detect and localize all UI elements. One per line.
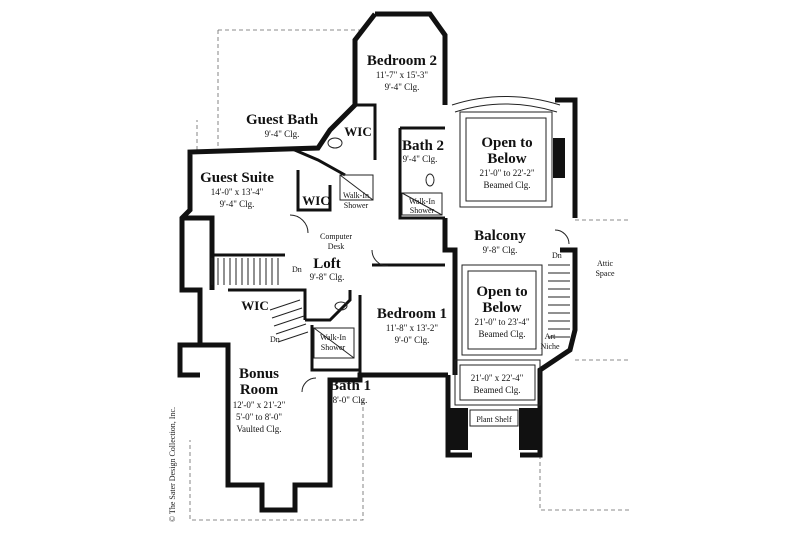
bedroom2-ceiling: 9'-4" Clg. [385,82,420,92]
open-below-bottom-size: 21'-0" x 22'-4" [471,373,524,383]
fireplace-block [553,138,565,178]
guest-bath-name: Guest Bath [246,112,319,128]
room-guest-suite: Guest Suite 14'-0" x 13'-4" 9'-4" Clg. [200,170,274,209]
stair-dn-bonus: Dn [270,335,280,344]
wic-bonus-label: WIC [241,298,268,313]
wic-top-label: WIC [344,124,371,139]
room-guest-bath: Guest Bath 9'-4" Clg. [246,112,319,139]
walk-in-shower-bath1-line2: Shower [321,343,346,352]
stair-dn-balcony: Dn [552,251,562,260]
open-below-mid-ceiling: Beamed Clg. [479,329,526,339]
attic-space-label-line2: Space [595,269,615,278]
art-niche-line1: Art [545,332,556,341]
bonus-room-ceiling: Vaulted Clg. [237,424,282,434]
bonus-room-name2: Room [240,382,279,398]
open-below-top-size: 21'-0" to 22'-2" [479,168,534,178]
walk-in-shower-bath2-line1: Walk-In [409,197,435,206]
balcony-name: Balcony [474,228,526,244]
room-bedroom1: Bedroom 1 11'-8" x 13'-2" 9'-0" Clg. [377,306,447,345]
attic-space-label-line1: Attic [597,259,613,268]
room-loft: Loft 9'-8" Clg. [310,256,345,282]
computer-desk-line2: Desk [328,242,344,251]
art-niche-line2: Niche [540,342,560,351]
bedroom1-name: Bedroom 1 [377,306,447,322]
loft-name: Loft [313,256,341,272]
walk-in-shower-bath2: Walk-In Shower [409,197,435,215]
stairs [211,258,570,343]
open-below-mid-size: 21'-0" to 23'-4" [474,317,529,327]
exterior-walls [177,11,578,513]
room-bedroom2: Bedroom 2 11'-7" x 15'-3" 9'-4" Clg. [367,53,437,92]
open-to-below-top-frame [451,96,565,208]
bonus-room-name1: Bonus [239,366,279,382]
pillar-right [519,408,541,450]
room-open-to-below-top: Open to Below 21'-0" to 22'-2" Beamed Cl… [479,135,534,190]
open-below-mid-name2: Below [482,300,521,316]
attic-outline [189,29,630,521]
bath2-ceiling: 9'-4" Clg. [403,154,438,164]
balcony-ceiling: 9'-8" Clg. [483,245,518,255]
door-swings [289,214,570,393]
room-balcony: Balcony 9'-8" Clg. [474,228,526,255]
art-niche: Art Niche [540,332,560,351]
loft-ceiling: 9'-8" Clg. [310,272,345,282]
open-below-top-name1: Open to [481,135,532,151]
bedroom1-ceiling: 9'-0" Clg. [395,335,430,345]
bedroom2-size: 11'-7" x 15'-3" [376,70,429,80]
bedroom2-name: Bedroom 2 [367,53,437,69]
open-to-below-mid-frame [454,264,543,406]
room-bonus: Bonus Room 12'-0" x 21'-2" 5'-0" to 8'-0… [233,366,286,434]
copyright-text: © The Sater Design Collection, Inc. [168,407,177,522]
walk-in-shower-top-line1: Walk-In [343,191,369,200]
wic-mid-label: WIC [302,193,329,208]
room-open-to-below-mid: Open to Below 21'-0" to 23'-4" Beamed Cl… [474,284,529,339]
guest-suite-size: 14'-0" x 13'-4" [211,187,264,197]
walk-in-shower-top: Walk-In Shower [343,191,369,210]
walk-in-shower-bath1: Walk-In Shower [320,333,346,352]
guest-bath-ceiling: 9'-4" Clg. [265,129,300,139]
room-bath2: Bath 2 9'-4" Clg. [402,138,444,164]
open-below-top-ceiling: Beamed Clg. [484,180,531,190]
room-bath1: Bath 1 8'-0" Clg. [329,378,371,405]
stair-dn-loft: Dn [292,265,302,274]
bonus-room-height: 5'-0" to 8'-0" [236,412,282,422]
walk-in-shower-bath2-line2: Shower [410,206,435,215]
pillar-left [446,408,468,450]
bonus-room-size: 12'-0" x 21'-2" [233,400,286,410]
bath-fixtures [313,137,443,359]
computer-desk: Computer Desk [320,232,352,251]
room-open-to-below-bottom: 21'-0" x 22'-4" Beamed Clg. [471,373,524,395]
open-below-mid-name1: Open to [476,284,527,300]
bedroom1-size: 11'-8" x 13'-2" [386,323,439,333]
bath2-name: Bath 2 [402,138,444,154]
bath1-name: Bath 1 [329,378,371,394]
bath1-ceiling: 8'-0" Clg. [333,395,368,405]
plant-shelf-box [469,409,519,427]
guest-suite-name: Guest Suite [200,170,274,186]
computer-desk-line1: Computer [320,232,352,241]
open-below-top-name2: Below [487,151,526,167]
walk-in-shower-top-line2: Shower [344,201,369,210]
walk-in-shower-bath1-line1: Walk-In [320,333,346,342]
open-below-bottom-ceiling: Beamed Clg. [474,385,521,395]
guest-suite-ceiling: 9'-4" Clg. [220,199,255,209]
plant-shelf-label: Plant Shelf [476,415,512,424]
